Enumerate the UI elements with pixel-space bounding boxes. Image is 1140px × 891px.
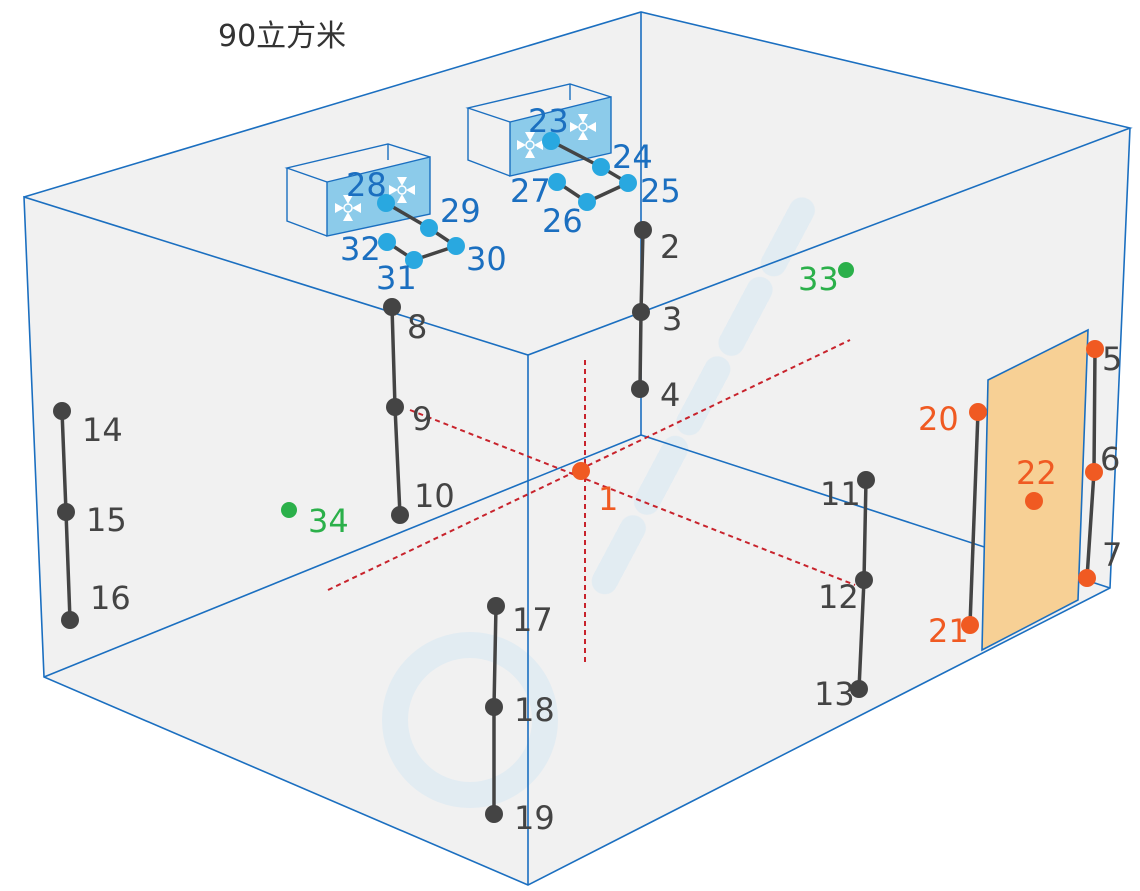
sensor-label-19: 19 <box>514 799 555 837</box>
sensor-label-12: 12 <box>818 578 859 616</box>
ac-unit-left <box>284 143 431 237</box>
sensor-label-33: 33 <box>798 260 839 298</box>
sensor-label-32: 32 <box>340 230 381 268</box>
room-box-edges <box>23 11 1133 886</box>
ac-unit-right <box>465 83 612 177</box>
sensor-point-11 <box>857 471 875 489</box>
sensor-label-25: 25 <box>640 172 681 210</box>
sensor-point-25 <box>619 174 637 192</box>
sensor-label-11: 11 <box>820 475 861 513</box>
sensor-label-3: 3 <box>662 300 682 338</box>
sensor-label-1: 1 <box>598 480 618 518</box>
room-fill <box>24 12 1130 885</box>
sensor-label-4: 4 <box>660 376 680 414</box>
sensor-point-14 <box>53 402 71 420</box>
sensor-link <box>968 411 980 626</box>
sensor-label-24: 24 <box>612 138 653 176</box>
sensor-label-23: 23 <box>528 102 569 140</box>
sensor-point-34 <box>281 502 297 518</box>
sensor-point-21 <box>961 616 979 634</box>
sensor-point-4 <box>631 380 649 398</box>
sensor-label-14: 14 <box>82 411 123 449</box>
sensor-point-31 <box>405 251 423 269</box>
sensor-label-22: 22 <box>1016 454 1057 492</box>
sensor-point-12 <box>855 571 873 589</box>
sensor-point-22 <box>1025 492 1043 510</box>
sensor-label-6: 6 <box>1100 440 1120 478</box>
sensor-label-21: 21 <box>928 612 969 650</box>
sensor-point-33 <box>838 262 854 278</box>
sensor-point-28 <box>377 194 395 212</box>
sensor-point-29 <box>420 219 438 237</box>
sensor-label-26: 26 <box>542 202 583 240</box>
sensor-label-13: 13 <box>814 675 855 713</box>
sensor-label-29: 29 <box>440 192 481 230</box>
sensor-label-30: 30 <box>466 240 507 278</box>
sensor-point-2 <box>634 221 652 239</box>
sensor-point-8 <box>383 298 401 316</box>
sensor-point-15 <box>57 503 75 521</box>
sensor-point-7 <box>1078 569 1096 587</box>
sensor-point-30 <box>447 237 465 255</box>
sensor-point-16 <box>61 611 79 629</box>
sensor-label-27: 27 <box>510 172 551 210</box>
sensor-label-34: 34 <box>308 502 349 540</box>
sensor-point-26 <box>578 193 596 211</box>
sensor-label-7: 7 <box>1102 536 1122 574</box>
sensor-label-20: 20 <box>918 400 959 438</box>
sensor-point-32 <box>378 233 396 251</box>
center-axes <box>327 339 856 665</box>
sensor-label-5: 5 <box>1102 340 1122 378</box>
sensor-point-17 <box>487 597 505 615</box>
sensor-point-23 <box>542 132 560 150</box>
door <box>981 328 1089 652</box>
sensor-label-17: 17 <box>512 601 553 639</box>
sensor-label-15: 15 <box>86 501 127 539</box>
sensor-label-2: 2 <box>660 228 680 266</box>
sensor-point-5 <box>1086 340 1104 358</box>
sensor-point-9 <box>386 398 404 416</box>
sensor-label-9: 9 <box>412 400 432 438</box>
sensor-point-6 <box>1085 463 1103 481</box>
sensor-point-18 <box>485 698 503 716</box>
sensor-label-10: 10 <box>414 477 455 515</box>
sensor-label-16: 16 <box>90 579 131 617</box>
sensor-point-27 <box>548 173 566 191</box>
sensor-label-18: 18 <box>514 691 555 729</box>
sensor-point-24 <box>592 158 610 176</box>
sensor-point-19 <box>485 805 503 823</box>
sensor-point-10 <box>391 506 409 524</box>
sensor-point-13 <box>850 680 868 698</box>
watermark-logo <box>382 197 815 808</box>
sensor-point-3 <box>632 303 650 321</box>
room-volume-title: 90立方米 <box>218 19 346 54</box>
sensor-point-1 <box>572 462 590 480</box>
sensor-point-20 <box>969 403 987 421</box>
sensor-label-8: 8 <box>407 308 427 346</box>
sensor-label-31: 31 <box>376 259 417 297</box>
sensor-label-28: 28 <box>346 166 387 204</box>
